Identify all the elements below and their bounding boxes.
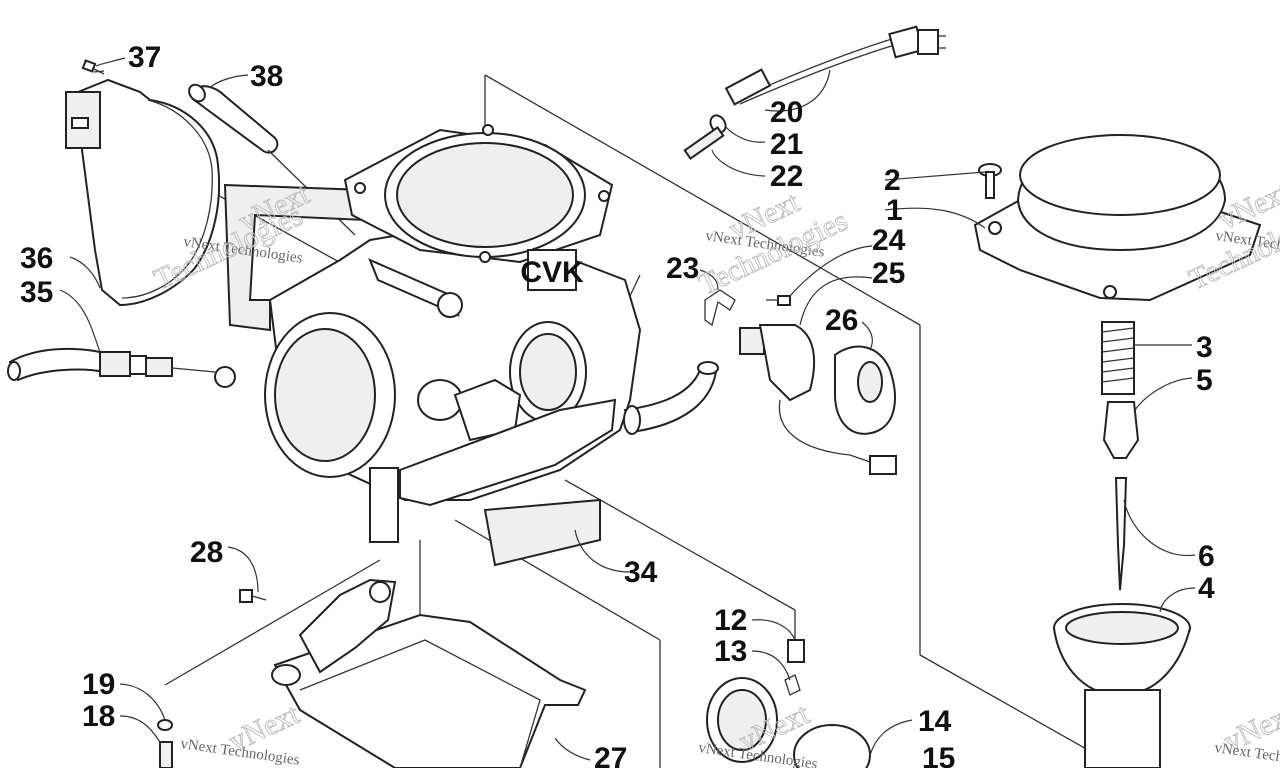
screw-part-18 (159, 741, 173, 768)
holder-part-5 (1102, 401, 1140, 459)
callout-1: 1 (886, 194, 903, 227)
screw-part-22 (683, 126, 725, 160)
callout-21: 21 (770, 128, 803, 161)
callout-26: 26 (825, 304, 858, 337)
callout-19: 19 (82, 668, 115, 701)
leader-lines (59, 57, 1196, 761)
watermark-company: vNext Technologies (1213, 740, 1280, 768)
callout-14: 14 (918, 705, 952, 738)
screw-part-2 (978, 163, 1002, 199)
callout-22: 22 (770, 160, 803, 193)
callout-6: 6 (1198, 540, 1215, 573)
jet-part-12 (787, 639, 805, 663)
callout-36: 36 (20, 242, 53, 275)
callout-18: 18 (82, 700, 115, 733)
screw-part-28 (239, 589, 267, 603)
callout-25: 25 (872, 257, 905, 290)
cover-part-36 (65, 78, 221, 307)
callout-37: 37 (128, 41, 161, 74)
jet-part-13 (784, 674, 801, 696)
screw-part-24 (766, 295, 791, 306)
needle-part-6 (1114, 477, 1128, 591)
callout-15: 15 (922, 742, 955, 768)
callout-4: 4 (1198, 572, 1215, 605)
hose-part-38 (188, 83, 356, 236)
top-cover-part-1 (973, 134, 1262, 302)
callout-5: 5 (1196, 364, 1213, 397)
cap-part-26 (834, 345, 896, 435)
callout-38: 38 (250, 60, 283, 93)
callout-27: 27 (594, 742, 627, 768)
callout-3: 3 (1196, 331, 1213, 364)
screw-part-37 (81, 59, 105, 75)
callout-34: 34 (624, 556, 658, 589)
enrichener-wire-part-20 (724, 25, 946, 106)
callout-12: 12 (714, 604, 747, 637)
callout-24: 24 (872, 224, 906, 257)
cvk-stamp: CVK (520, 256, 584, 289)
spring-part-3 (1101, 321, 1135, 395)
callout-2: 2 (884, 164, 901, 197)
callout-35: 35 (20, 276, 53, 309)
cable-part-35 (7, 347, 236, 388)
callout-23: 23 (666, 252, 699, 285)
washer-part-21 (709, 114, 727, 134)
clip-part-23 (704, 289, 736, 327)
float-part-14 (706, 677, 871, 768)
callout-28: 28 (190, 536, 223, 569)
float-bowl-part-27 (271, 578, 587, 768)
carburetor-body: CVK (223, 124, 719, 567)
o-ring-part-19 (157, 719, 173, 731)
callout-20: 20 (770, 96, 803, 129)
piston-part-4 (1053, 603, 1191, 768)
callout-13: 13 (714, 635, 747, 668)
enrichener-part-25 (739, 324, 897, 475)
callout-labels: 37 38 36 35 28 19 18 20 21 22 23 24 25 2… (20, 41, 1215, 768)
